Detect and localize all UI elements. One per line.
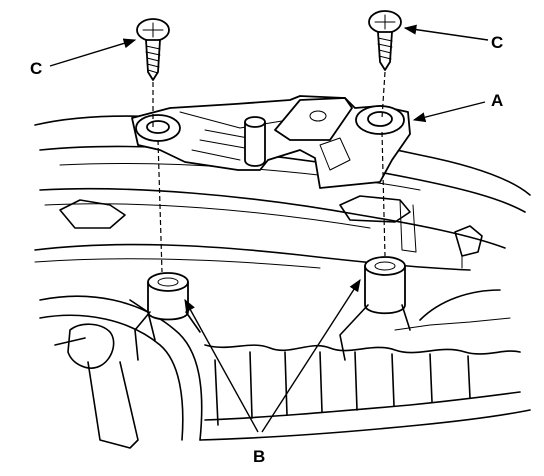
callout-c-left: C [30, 59, 42, 78]
left-mounting-boss [134, 272, 201, 361]
callout-c-right: C [491, 33, 503, 52]
vehicle-body-outline [34, 115, 531, 271]
callout-a: A [491, 91, 503, 110]
left-screw [136, 18, 170, 81]
alignment-lines [152, 71, 386, 273]
callout-b: B [253, 447, 265, 466]
leader-arrows [49, 24, 489, 433]
lower-panel [199, 289, 531, 441]
right-screw [368, 10, 402, 71]
left-lower-structure [39, 295, 203, 449]
right-mounting-boss [339, 256, 411, 361]
bracket [131, 95, 411, 189]
